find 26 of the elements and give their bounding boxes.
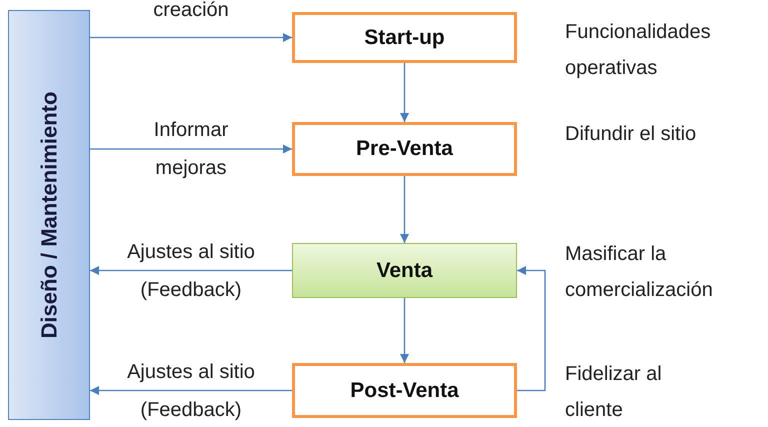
stage-title: Venta [376,258,433,282]
edge-label: Ajustes al sitio (Feedback) [126,240,256,302]
stage-box [292,243,517,298]
stage-title: Pre-Venta [356,137,453,161]
arrow [90,266,292,275]
stage-box [292,12,517,63]
arrow [400,298,409,363]
arrow [90,386,292,395]
stage-goal: Fidelizar al cliente [565,362,663,423]
arrow [90,144,292,154]
stage-goal: Difundir el sitio [565,122,698,147]
edge-label: Ajustes al sitio (Feedback) [126,360,256,422]
arrow [90,33,292,42]
side-band [8,10,90,420]
stage-goal: Funcionalidades operativas [565,20,712,81]
stage-title: Post-Venta [350,378,459,402]
arrow [400,63,409,122]
edge-label: Informar mejoras [152,118,230,181]
arrow [517,266,546,392]
edge-label: creación [152,0,230,22]
stage-title: Start-up [364,26,445,50]
stage-goal: Masificar la comercialización [565,242,714,303]
band-title: Diseño / Mantenimiento [36,92,62,338]
arrow [400,176,409,243]
stage-box [292,122,517,176]
stage-box [292,363,517,418]
